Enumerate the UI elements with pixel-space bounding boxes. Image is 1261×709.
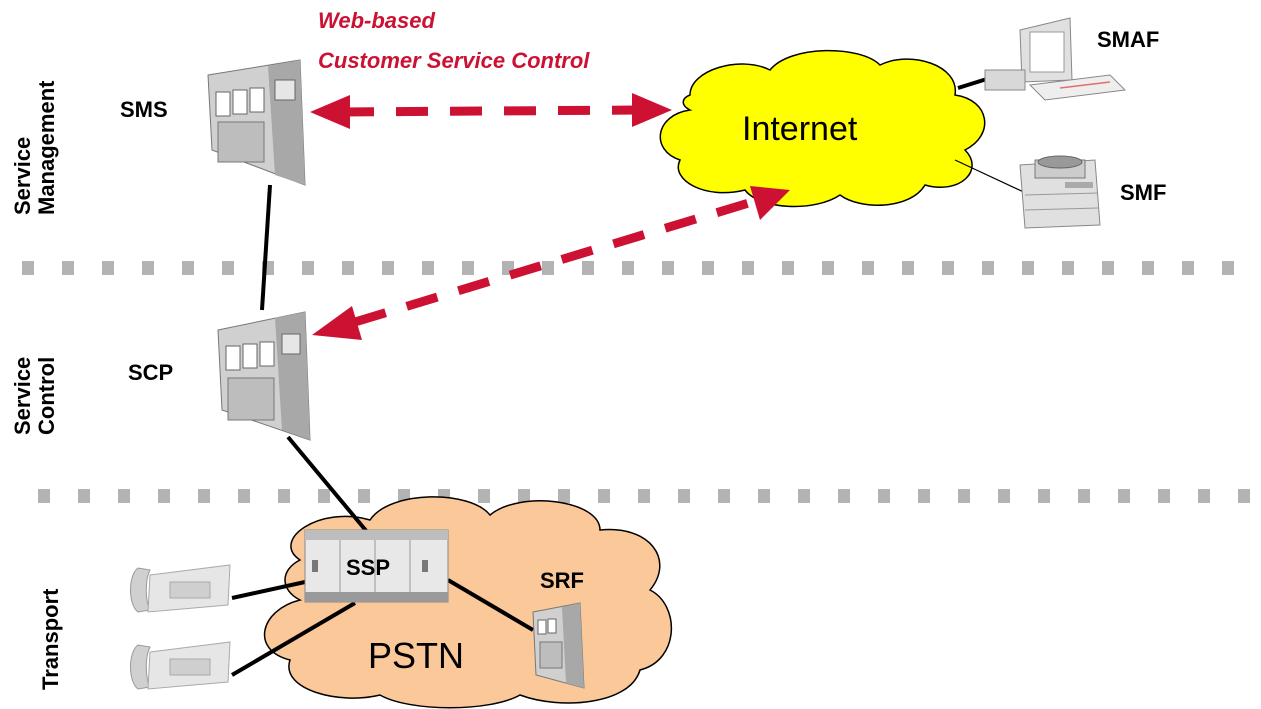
arrowhead-internet [632,93,672,127]
link-phone2-ssp [230,601,357,677]
arrowhead-sms [310,95,350,129]
telephone-icon-2 [130,641,231,690]
smaf-label: SMAF [1097,27,1159,52]
ssp-switch-icon [304,529,449,603]
internet-cloud: Internet [659,49,986,208]
link-phone1-ssp [231,580,306,600]
scp-server-icon [217,311,311,441]
smf-machine-icon [1019,155,1101,229]
layer-label-management-2: Management [34,80,59,215]
red-arrows [310,93,790,340]
scp-label: SCP [128,360,173,385]
smf-label: SMF [1120,180,1166,205]
link-internet-smf [954,159,1031,196]
sms-label: SMS [120,97,168,122]
arrow-sms-internet-shaft [341,105,641,117]
link-sms-scp [260,184,272,311]
layer-label-management-1: Service [10,137,35,215]
layer-label-control-2: Control [34,357,59,435]
link-scp-ssp [286,435,370,535]
srf-label: SRF [540,568,584,593]
telephone-icon-1 [130,564,231,613]
annotation-line-2: Customer Service Control [318,48,590,73]
smaf-workstation-icon [984,17,1127,101]
arrow-scp-internet-shaft [353,197,754,327]
layer-label-transport: Transport [38,588,63,690]
arrowhead-internet-2 [750,186,790,220]
ssp-label: SSP [346,555,390,580]
layer-label-control-1: Service [10,357,35,435]
arrowhead-scp [312,306,362,340]
srf-server-icon [532,602,585,689]
internet-label: Internet [742,110,858,148]
annotation-line-1: Web-based [318,8,436,33]
sms-server-icon [207,59,306,186]
pstn-label: PSTN [368,635,464,676]
link-ssp-srf [446,578,535,632]
